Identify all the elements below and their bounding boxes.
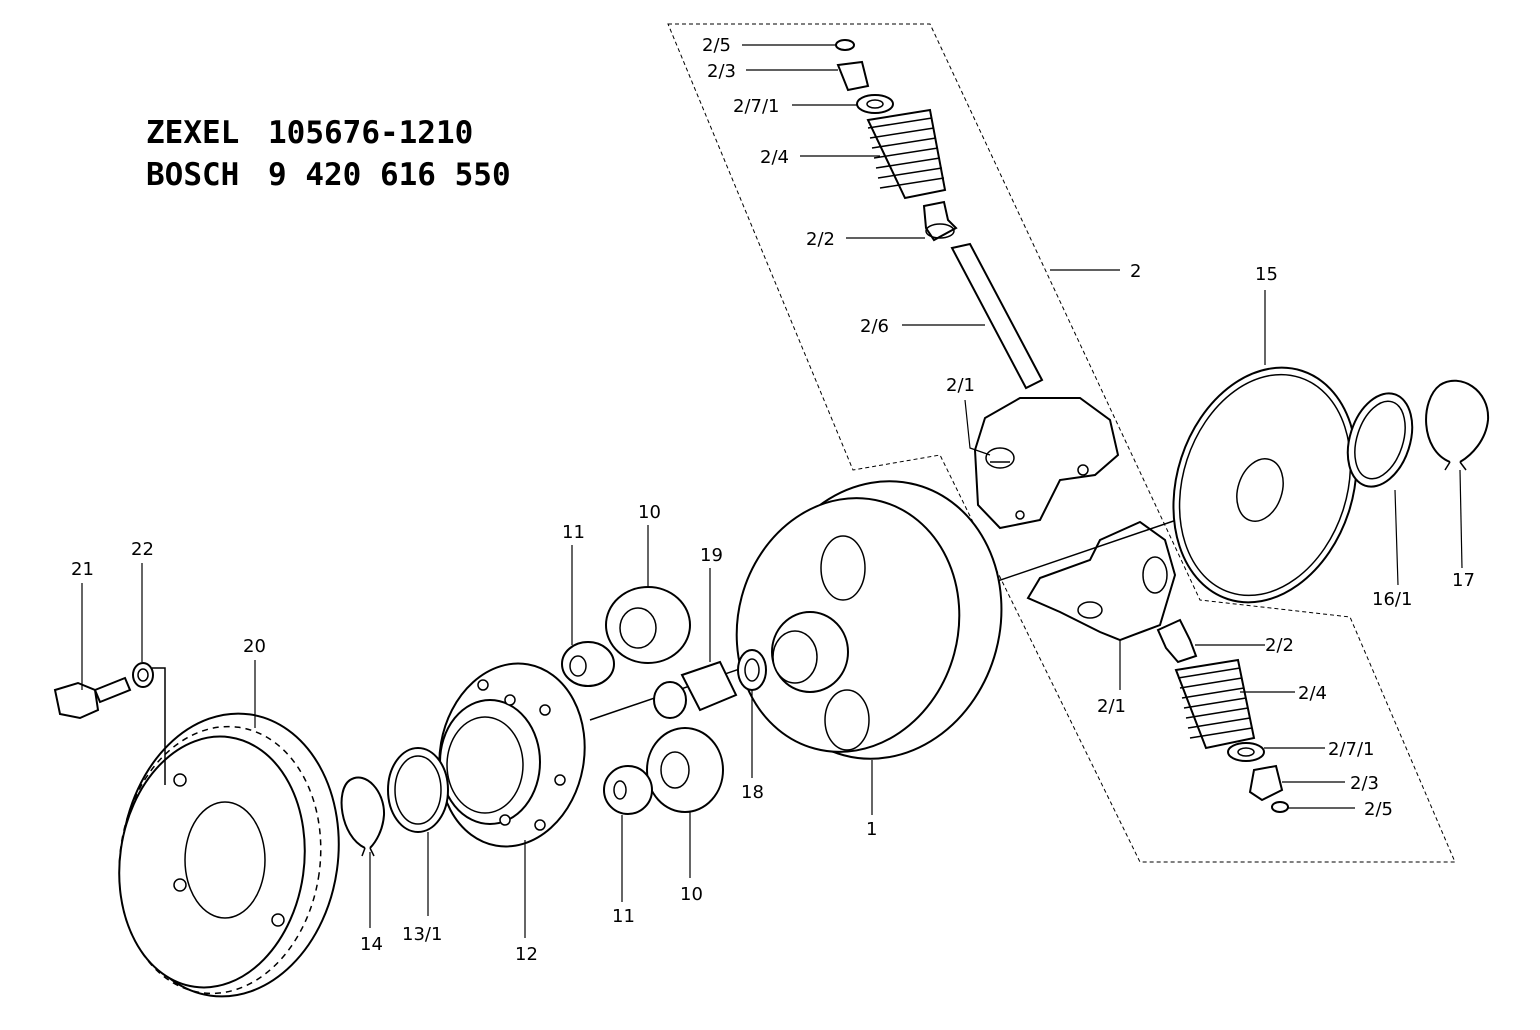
callout-15: 15 [1255, 264, 1278, 285]
callout-20: 20 [243, 636, 266, 657]
callout-17: 17 [1452, 570, 1475, 591]
callout-2-5-top: 2/5 [702, 35, 731, 56]
callout-10-top: 10 [638, 502, 661, 523]
part-2-2-bottom-retainer [1156, 618, 1198, 664]
part-number-header: ZEXEL 105676-1210 BOSCH 9 420 616 550 [146, 115, 511, 193]
part-17-snap-ring [1425, 379, 1490, 471]
callout-2-4-bottom: 2/4 [1298, 683, 1327, 704]
part-2-7-1-top-washer [856, 94, 894, 114]
header-brand-2: BOSCH [146, 157, 239, 193]
callout-10-bottom: 10 [680, 884, 703, 905]
callout-22: 22 [131, 539, 154, 560]
callout-2-7-1-bottom: 2/7/1 [1328, 739, 1375, 760]
part-2-5-top-clip [835, 39, 855, 51]
callout-2-2-top: 2/2 [806, 229, 835, 250]
part-13-1-ring [387, 747, 449, 833]
part-1-main-housing [735, 480, 1003, 760]
callout-2-1-bottom: 2/1 [1097, 696, 1126, 717]
part-2-7-1-bottom-washer [1227, 742, 1265, 762]
callout-2: 2 [1130, 261, 1141, 282]
part-2-1-upper-weight [973, 397, 1120, 530]
callout-19: 19 [700, 545, 723, 566]
part-14-snap-ring [340, 776, 386, 857]
part-21-bolt [53, 676, 132, 720]
callout-2-2-bottom: 2/2 [1265, 635, 1294, 656]
callout-2-5-bottom: 2/5 [1364, 799, 1393, 820]
part-2-3-top-seat [836, 60, 870, 92]
part-15-cover-disc [1172, 366, 1358, 604]
assembly-2-outline [667, 23, 1456, 863]
callout-2-6: 2/6 [860, 316, 889, 337]
part-2-2-top-retainer [922, 200, 958, 242]
callout-2-1-top: 2/1 [946, 375, 975, 396]
part-19-bushing [653, 660, 738, 719]
part-22-washer [132, 662, 154, 688]
callout-2-7-1-top: 2/7/1 [733, 96, 780, 117]
callout-labels: 2/5 2/3 2/7/1 2/4 2/2 2 2/6 2/1 15 16/1 … [71, 35, 1475, 965]
part-2-6-push-rod [950, 242, 1044, 390]
callout-2-4-top: 2/4 [760, 147, 789, 168]
header-number-1: 105676-1210 [268, 115, 473, 151]
callout-12: 12 [515, 944, 538, 965]
part-2-4-top-spring [866, 108, 947, 200]
part-18-washer [737, 649, 767, 691]
part-16-1-ring [1346, 392, 1414, 488]
part-12-hub [438, 662, 586, 848]
callout-21: 21 [71, 559, 94, 580]
callout-1: 1 [866, 819, 877, 840]
part-20-gear [118, 712, 340, 998]
part-10-upper-spacer [605, 586, 691, 664]
header-number-2: 9 420 616 550 [268, 157, 511, 193]
part-2-4-bottom-spring [1174, 658, 1256, 750]
callout-14: 14 [360, 934, 383, 955]
header-brand-1: ZEXEL [146, 115, 239, 151]
part-10-lower-spacer [646, 727, 724, 813]
leader-lines [81, 44, 1463, 938]
callout-11-top: 11 [562, 522, 585, 543]
callout-2-3-bottom: 2/3 [1350, 773, 1379, 794]
callout-13-1: 13/1 [402, 924, 442, 945]
part-2-3-bottom-seat [1248, 764, 1284, 802]
callout-16-1: 16/1 [1372, 589, 1412, 610]
part-11-upper-spacer [561, 641, 615, 687]
part-2-5-bottom-clip [1271, 801, 1289, 813]
callout-18: 18 [741, 782, 764, 803]
top-valve-stack [835, 39, 1044, 390]
part-11-lower-spacer [603, 765, 653, 815]
bottom-valve-stack [1156, 618, 1289, 813]
part-2-1-lower-weight [1026, 520, 1177, 642]
callout-11-bottom: 11 [612, 906, 635, 927]
callout-2-3-top: 2/3 [707, 61, 736, 82]
